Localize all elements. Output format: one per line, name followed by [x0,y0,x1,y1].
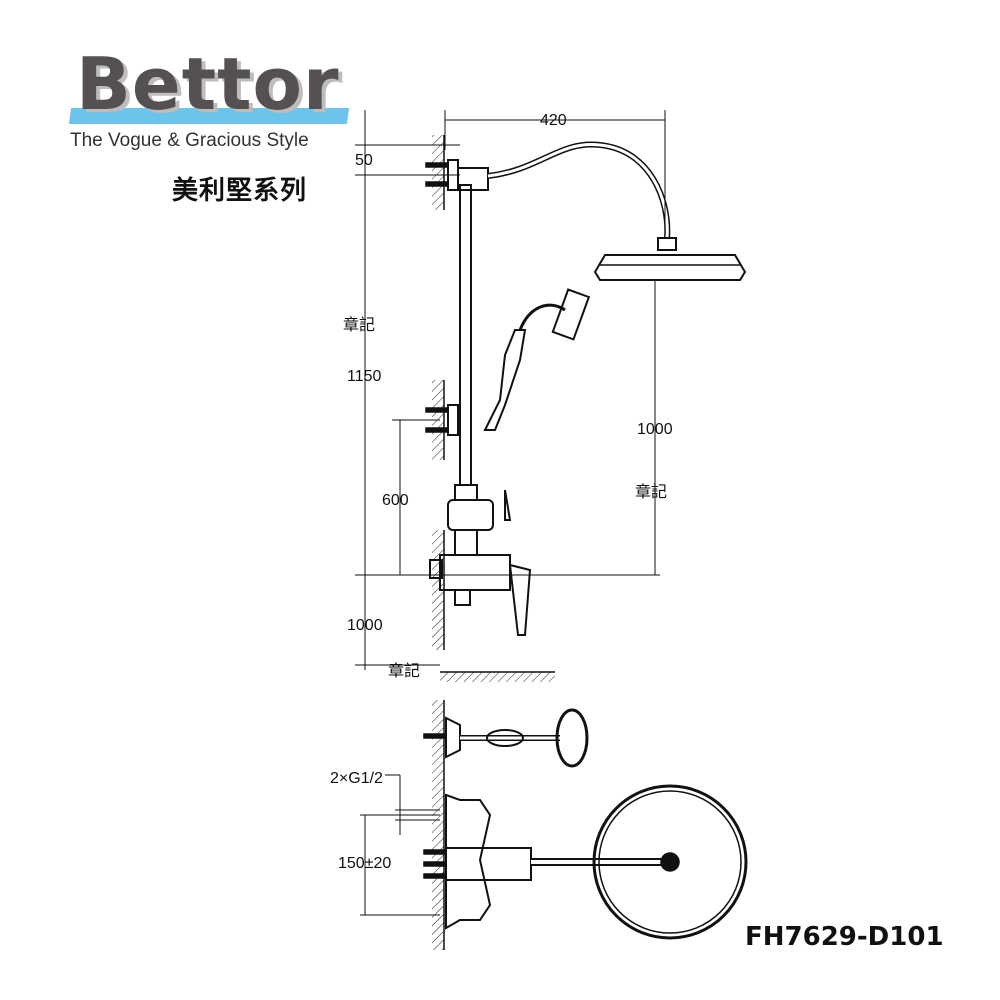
mixer-valve [429,484,532,636]
logo-tagline: The Vogue & Gracious Style [70,130,309,151]
model-number: FH7629-D101 [745,922,944,952]
rain-shower-head [593,254,747,281]
dim-pipe-thread: 2×G1/2 [330,770,383,787]
dim-head-to-mixer: 1000 [637,421,673,438]
dim-mixer-height: 600 [382,492,409,509]
brand-logo: Bettor The Vogue & Gracious Style [68,42,360,160]
dimension-lines [355,110,666,916]
annotation-1: 章記 [343,316,375,334]
dim-inlet-spacing: 150±20 [338,855,391,872]
hand-shower [425,288,591,436]
dim-floor-to-mixer: 1000 [347,617,383,634]
dim-total-height: 1150 [347,368,382,385]
series-title: 美利堅系列 [172,176,308,206]
top-view [423,700,748,950]
shower-riser [425,141,677,486]
logo-wordmark: Bettor [76,42,340,126]
dim-top-offset: 50 [355,152,373,169]
annotation-2: 章記 [635,483,667,501]
wall-section [432,135,555,682]
annotation-3: 章記 [388,662,420,680]
dim-arm-reach: 420 [540,112,567,129]
